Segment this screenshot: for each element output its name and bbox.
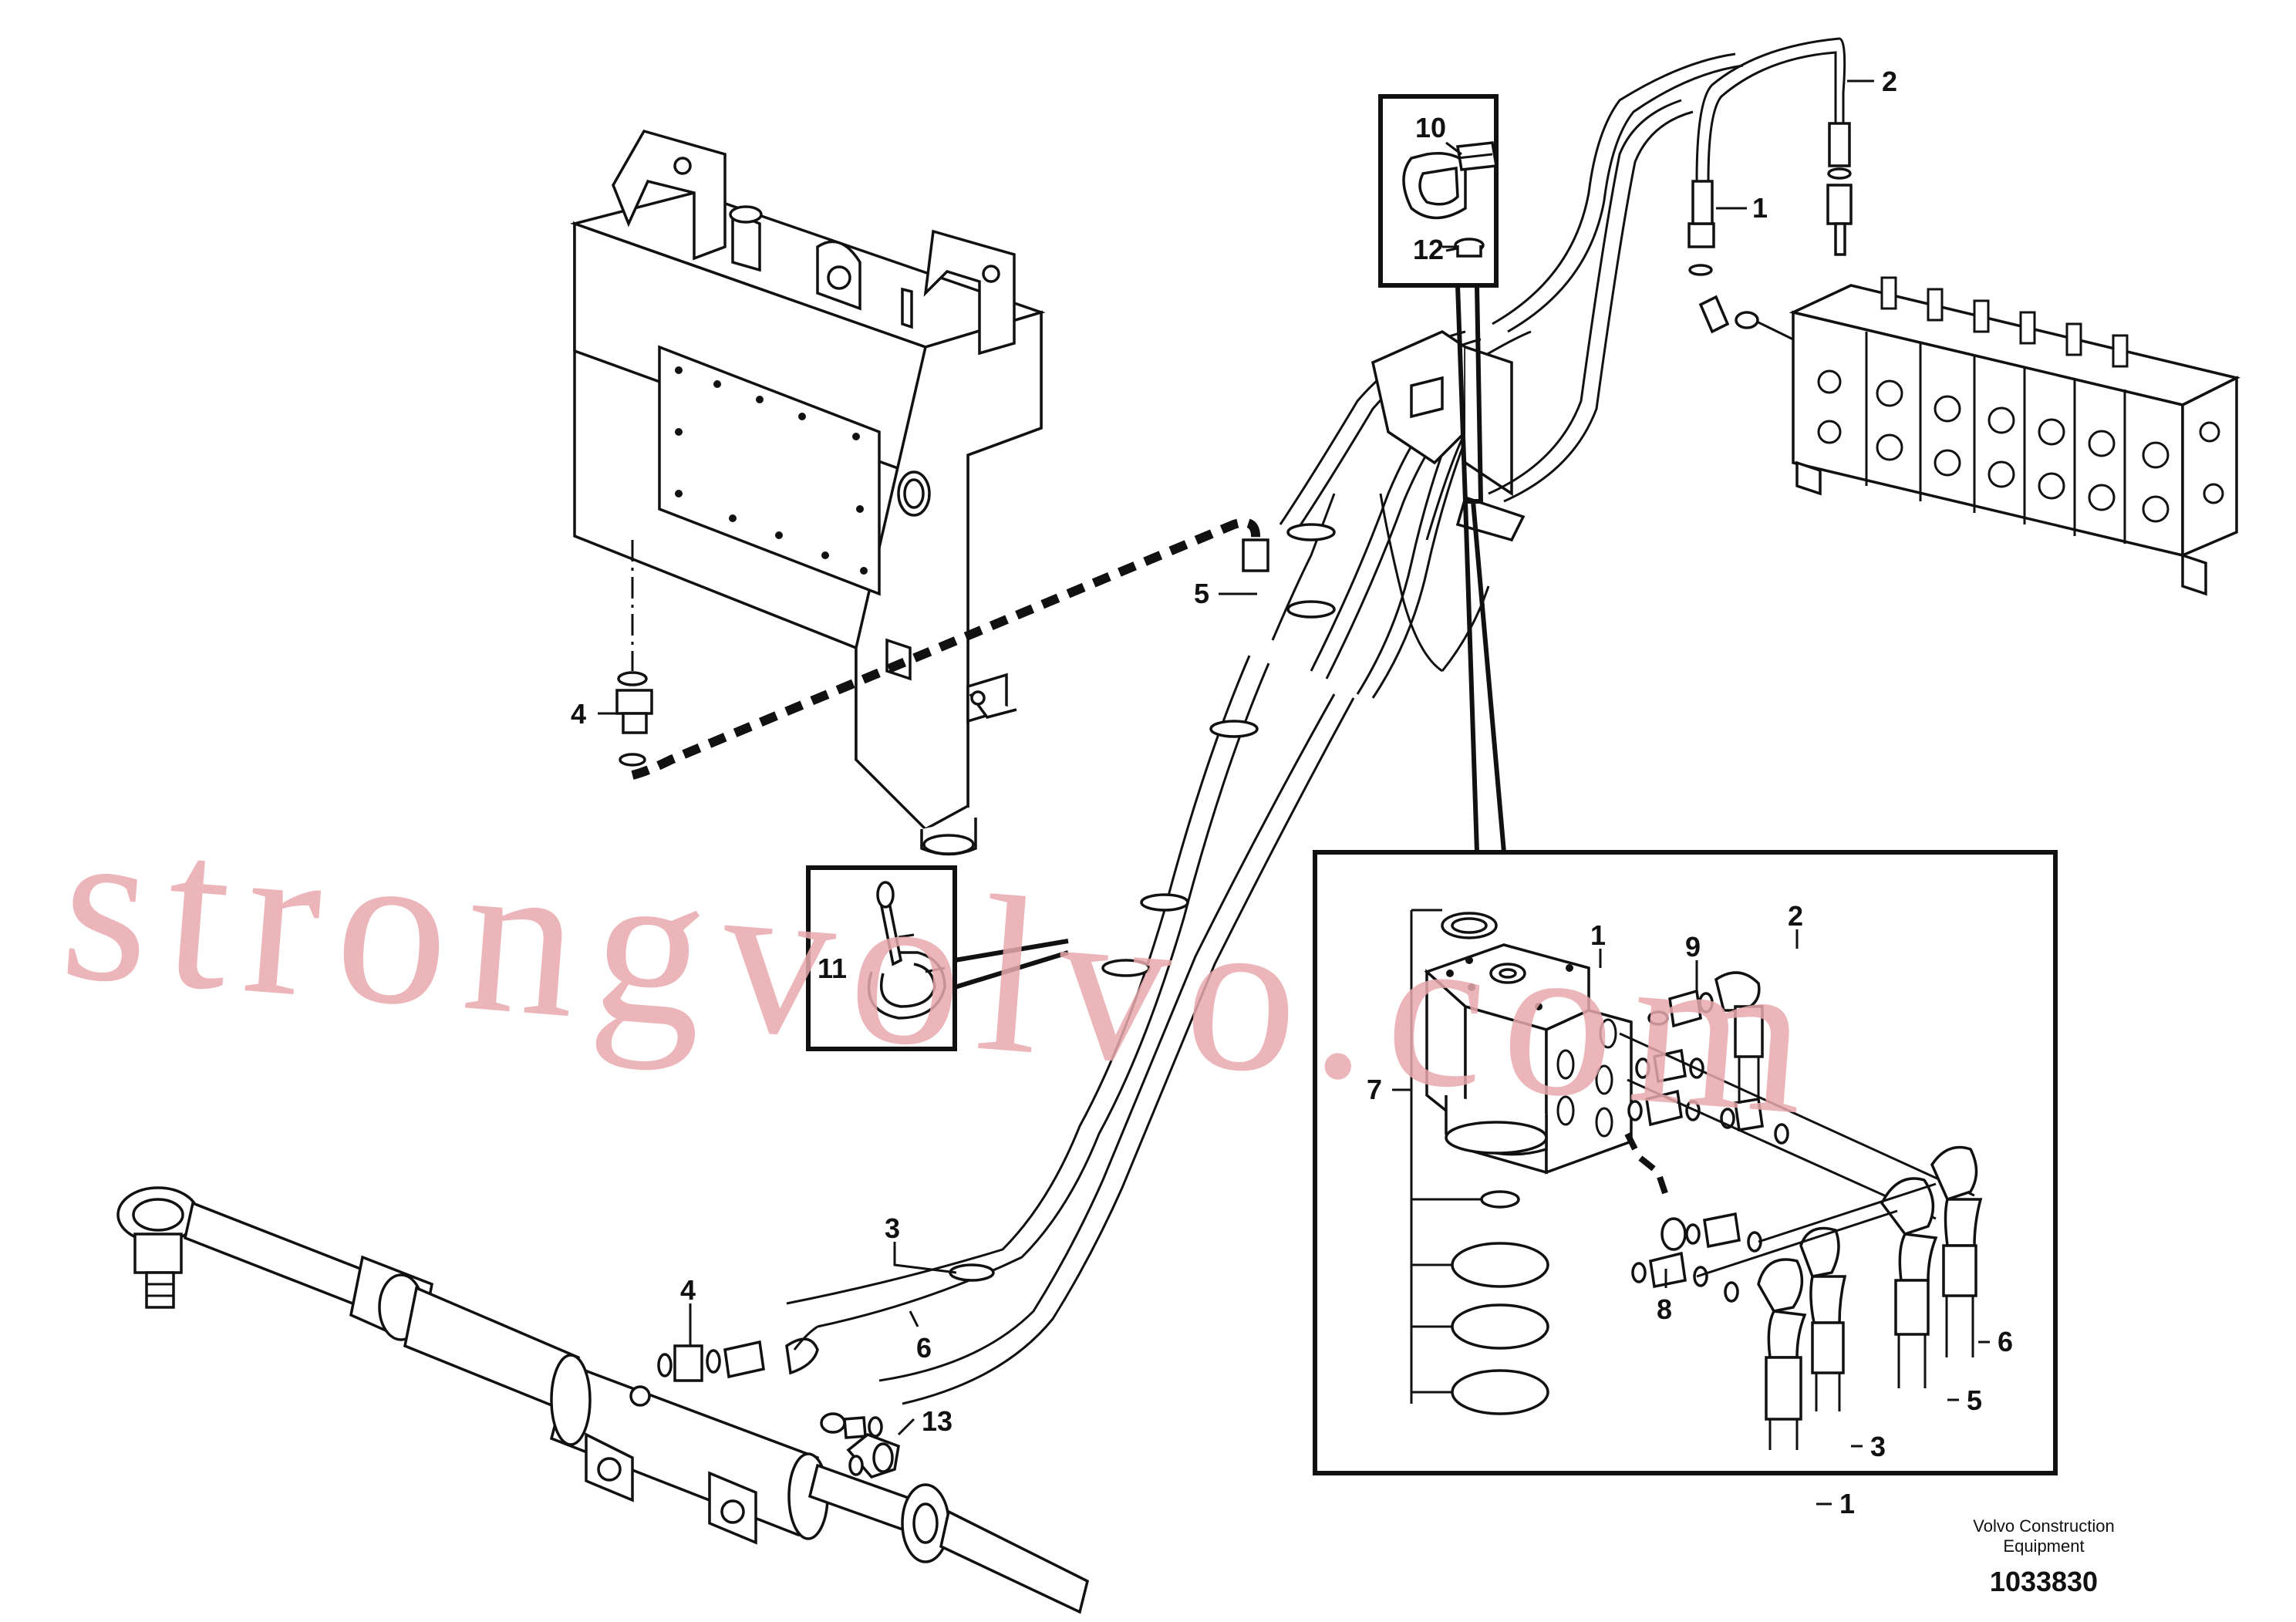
inset-leader xyxy=(1463,501,1506,853)
steering-cylinder xyxy=(116,1186,1090,1614)
callout-1-inset: 1 xyxy=(1590,919,1606,951)
leader-lines xyxy=(598,79,1990,1506)
callout-2-top: 2 xyxy=(1882,66,1897,97)
callout-3-bottom: 3 xyxy=(885,1212,900,1244)
inset-fittings xyxy=(1619,971,1983,1450)
inset-frame xyxy=(1313,850,2058,1475)
callout-7-inset: 7 xyxy=(1367,1074,1382,1105)
tank-fitting-4 xyxy=(615,671,653,767)
callout-9-inset: 9 xyxy=(1685,931,1701,963)
callout-13: 13 xyxy=(922,1405,952,1437)
callout-5-top: 5 xyxy=(1194,578,1209,609)
callout-labels: 1 2 5 4 10 12 11 3 6 4 13 1 2 9 7 8 6 5 … xyxy=(571,66,2013,1519)
valve-port-fittings xyxy=(1687,122,1853,341)
callout-4-bottom: 4 xyxy=(680,1274,696,1306)
control-valve xyxy=(1789,276,2241,596)
detail-box-strap xyxy=(806,865,957,1051)
callout-6-inset: 6 xyxy=(1998,1326,2013,1357)
callout-1b-inset: 1 xyxy=(1839,1488,1855,1519)
callout-3-inset: 3 xyxy=(1870,1431,1886,1462)
callout-6-bottom: 6 xyxy=(916,1332,932,1364)
hydraulic-tank xyxy=(569,129,1046,856)
callout-5-inset: 5 xyxy=(1967,1384,1982,1416)
return-pipe-dashed xyxy=(631,518,1261,780)
callout-4-top: 4 xyxy=(571,698,586,730)
callout-8-inset: 8 xyxy=(1657,1293,1672,1325)
callout-11: 11 xyxy=(818,953,847,984)
detail-leader-11 xyxy=(954,939,1069,990)
callout-10: 10 xyxy=(1415,112,1446,143)
inset-steering-unit xyxy=(1410,909,1633,1415)
fitting-5 xyxy=(1242,538,1269,572)
steering-unit-top xyxy=(1371,330,1526,542)
credit-line-1: Volvo Construction xyxy=(1973,1516,2114,1536)
document-number: 1033830 xyxy=(1990,1566,2098,1597)
callout-1-top: 1 xyxy=(1752,192,1768,224)
hose-bundle xyxy=(786,330,1532,1405)
credit-block: Volvo Construction Equipment 1033830 xyxy=(1973,1516,2114,1597)
callout-2-inset: 2 xyxy=(1788,900,1803,932)
credit-line-2: Equipment xyxy=(2003,1536,2084,1556)
hoses-to-valve xyxy=(1488,37,1846,503)
cylinder-fittings xyxy=(657,1325,900,1479)
callout-12: 12 xyxy=(1413,234,1444,265)
detail-box-clamp xyxy=(1378,94,1499,288)
